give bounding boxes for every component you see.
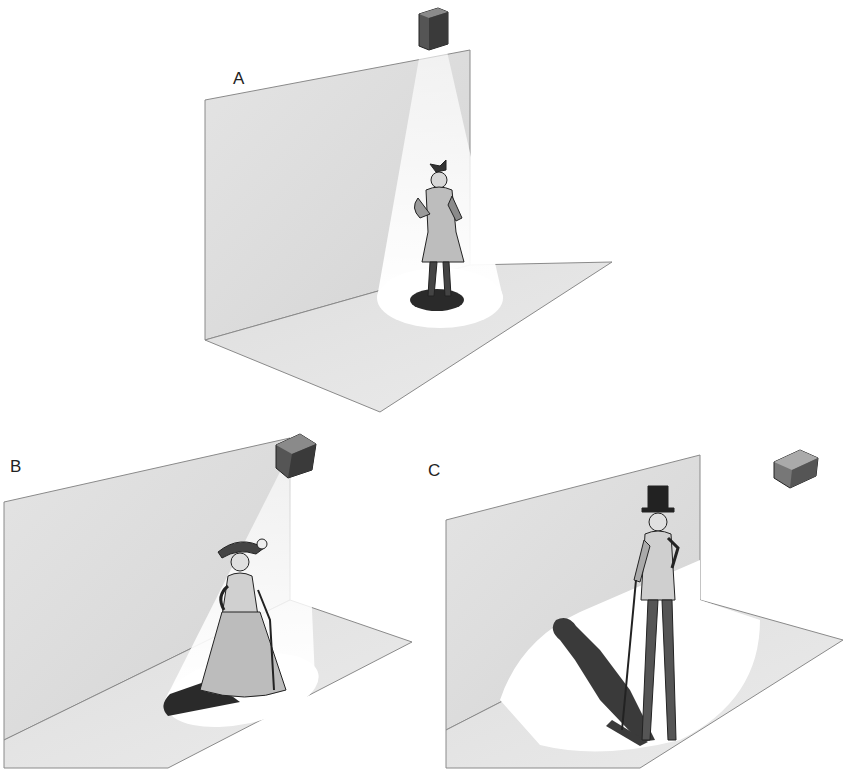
light-pool bbox=[500, 560, 760, 751]
shadow bbox=[553, 618, 655, 742]
panel-letter: C bbox=[428, 462, 440, 479]
cane-shadow bbox=[606, 720, 648, 746]
figure bbox=[200, 539, 286, 697]
panel-letter: B bbox=[10, 458, 21, 475]
shadow bbox=[410, 289, 464, 311]
panel-c bbox=[446, 450, 843, 768]
figure bbox=[414, 160, 464, 296]
panel-b bbox=[4, 434, 412, 768]
spotlight bbox=[419, 8, 448, 50]
figure bbox=[622, 486, 678, 740]
spotlight bbox=[276, 434, 316, 478]
spotlight bbox=[774, 450, 818, 488]
panel-a bbox=[205, 8, 612, 412]
light-pool bbox=[377, 268, 503, 328]
light-cone bbox=[377, 47, 503, 298]
panel-letter: A bbox=[233, 70, 244, 87]
floor bbox=[205, 262, 612, 412]
